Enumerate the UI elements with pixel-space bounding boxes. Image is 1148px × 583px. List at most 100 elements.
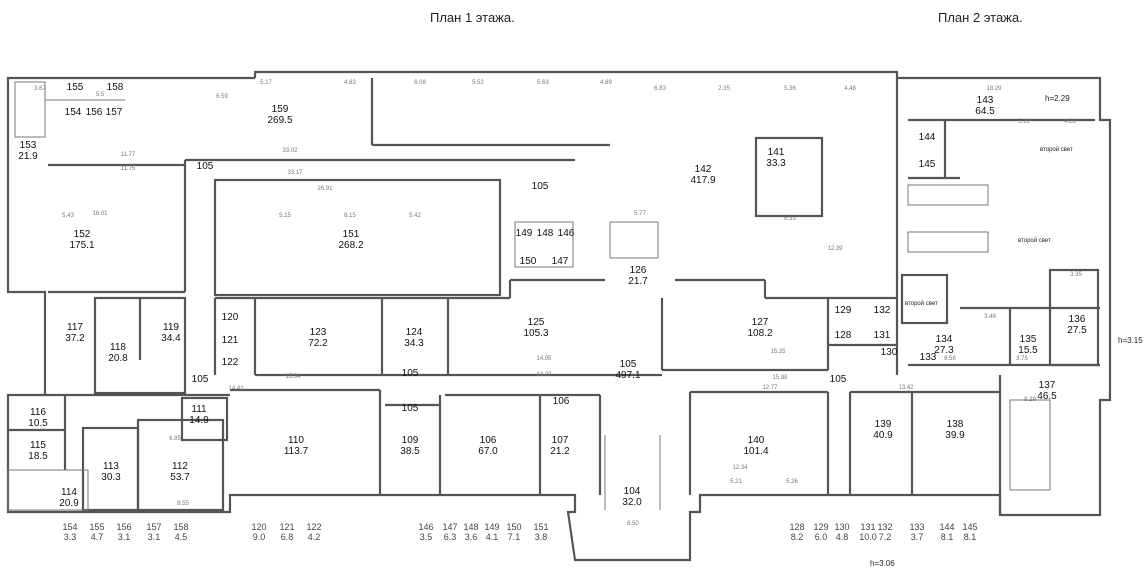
legend-room-area: 3.5 [420, 532, 433, 542]
room-area: 33.3 [766, 158, 786, 169]
legend-room-area: 4.8 [836, 532, 849, 542]
legend-room-number: 147 [442, 522, 457, 532]
dimension-label: 6.85 [169, 436, 181, 442]
room-area: 101.4 [743, 446, 768, 457]
room-number: 150 [520, 256, 537, 267]
room-area: 21.7 [628, 276, 648, 287]
room-area: 27.3 [934, 345, 954, 356]
legend-room-number: 154 [62, 522, 77, 532]
dimension-label: 14.22 [536, 372, 552, 378]
room-number: 114 [61, 487, 77, 498]
legend-room-number: 148 [463, 522, 478, 532]
room-area: 105.3 [523, 328, 548, 339]
room-area: 39.9 [945, 430, 965, 441]
room-number: 154 [65, 107, 82, 118]
dimension-label: 6.08 [414, 80, 426, 86]
dimension-label: 5.77 [634, 211, 646, 217]
dimension-label: 12.77 [762, 385, 778, 391]
room-number: 128 [835, 330, 852, 341]
dimension-label: 6.15 [344, 213, 356, 219]
dimension-label: 33.02 [282, 148, 298, 154]
legend-room-area: 6.0 [815, 532, 828, 542]
dimension-label: 5.17 [260, 80, 272, 86]
room-number: 159 [272, 104, 289, 115]
dimension-label: 16.01 [92, 211, 108, 217]
legend-room-number: 121 [279, 522, 294, 532]
dimension-label: 8.55 [177, 501, 189, 507]
dimension-label: 14.42 [228, 386, 244, 392]
room-number: 110 [288, 435, 304, 446]
room-area: 72.2 [308, 338, 328, 349]
legend-room-number: 133 [909, 522, 924, 532]
dimension-label: 5.63 [537, 80, 549, 86]
room-area: 40.9 [873, 430, 893, 441]
dimension-label: 15.88 [772, 375, 788, 381]
legend-room-number: 157 [146, 522, 161, 532]
dimension-label: 11.77 [121, 152, 136, 158]
dimension-label: 12.34 [732, 465, 748, 471]
dimension-label: 5.52 [472, 80, 484, 86]
room-area: 32.0 [622, 497, 642, 508]
dimension-label: 12.39 [827, 246, 843, 252]
room-number: 105 [192, 374, 209, 385]
legend-room-area: 8.1 [964, 532, 977, 542]
dimension-label: 4.83 [344, 80, 356, 86]
room-area: 67.0 [478, 446, 498, 457]
room-number: 124 [406, 327, 423, 338]
room-number: 147 [552, 256, 569, 267]
room-area: 269.5 [267, 115, 292, 126]
room-area: 14.9 [189, 415, 209, 426]
room-number: 158 [107, 82, 124, 93]
dimension-label: 5.15 [279, 213, 291, 219]
room-area: 10.5 [28, 418, 48, 429]
legend-room-area: 7.1 [508, 532, 521, 542]
legend-room-area: 3.6 [465, 532, 478, 542]
room-number: 120 [222, 312, 239, 323]
legend-room-area: 6.3 [444, 532, 457, 542]
dimension-label: 6.59 [216, 94, 228, 100]
legend-room-area: 4.7 [91, 532, 104, 542]
dimension-label: 11.75 [121, 166, 136, 172]
dimension-label: 5.43 [62, 213, 74, 219]
legend-room-number: 146 [418, 522, 433, 532]
dimension-label: 3.48 [984, 314, 996, 320]
room-number: 133 [920, 352, 937, 363]
room-area: 53.7 [170, 472, 190, 483]
room-number: 148 [537, 228, 554, 239]
room-area: 175.1 [69, 240, 94, 251]
dimension-label: 6.58 [944, 356, 956, 362]
room-number: 127 [752, 317, 769, 328]
legend-room-number: 145 [962, 522, 977, 532]
room-number: 105 [402, 403, 419, 414]
second-light-label: второй свет [905, 300, 938, 307]
dimension-label: 5.42 [409, 213, 421, 219]
legend-room-area: 8.1 [941, 532, 954, 542]
room-number: 130 [881, 347, 898, 358]
room-number: 143 [977, 95, 994, 106]
legend-room-area: 8.2 [791, 532, 804, 542]
room-area: 108.2 [747, 328, 772, 339]
room-number: 126 [630, 265, 647, 276]
walls [6, 70, 1112, 562]
legend-room-area: 4.1 [486, 532, 499, 542]
room-number: 156 [86, 107, 103, 118]
legend-room-number: 144 [939, 522, 954, 532]
room-number: 104 [624, 486, 641, 497]
legend-room-area: 3.1 [148, 532, 161, 542]
legend-room-number: 149 [484, 522, 499, 532]
room-number: 116 [30, 407, 46, 418]
room-number: 105 [197, 161, 214, 172]
dimension-label: 2.35 [718, 86, 730, 92]
legend-room-number: 120 [251, 522, 266, 532]
legend-room-area: 4.2 [308, 532, 321, 542]
legend-room-area: 3.1 [118, 532, 131, 542]
room-area: 34.3 [404, 338, 424, 349]
room-number: 142 [695, 164, 712, 175]
dimension-label: 33.17 [287, 170, 303, 176]
dimension-label: 15.04 [285, 374, 301, 380]
dimension-label: 4.48 [844, 86, 856, 92]
dimension-label: 3.75 [1016, 356, 1028, 362]
legend-room-area: 4.5 [175, 532, 188, 542]
room-number: 109 [402, 435, 419, 446]
